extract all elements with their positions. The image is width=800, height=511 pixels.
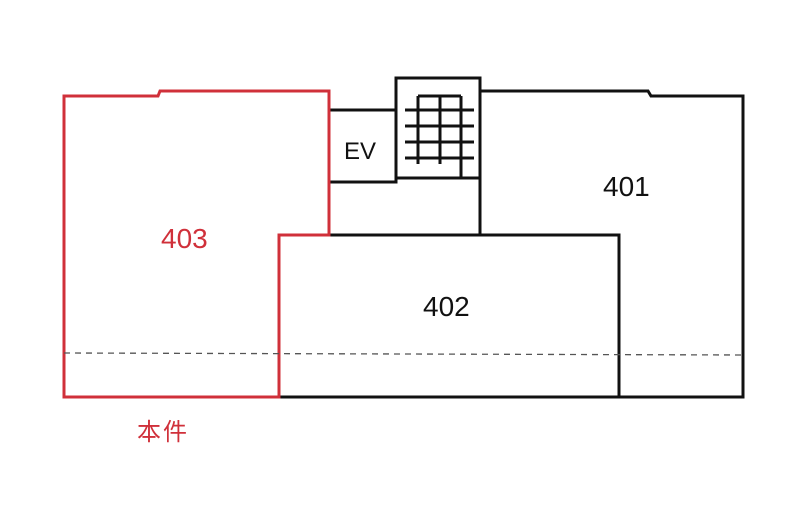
unit-403-outline (62, 89, 331, 399)
unit-401-label: 401 (603, 171, 650, 202)
dashed-reference-line (63, 352, 744, 356)
stair-icon (405, 94, 474, 178)
subject-caption: 本件 (137, 418, 189, 446)
elevator-label: EV (344, 138, 377, 165)
unit-402-label: 402 (423, 291, 470, 322)
unit-401-outline (478, 89, 745, 399)
stair-shaft (394, 76, 482, 180)
unit-403-label: 403 (161, 223, 208, 254)
